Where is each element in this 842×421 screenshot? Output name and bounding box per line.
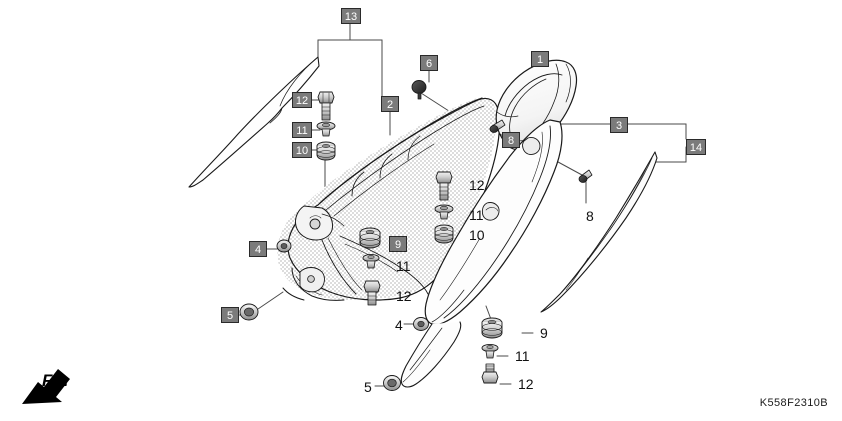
part-13-left-stripe [188, 56, 320, 188]
part-3-right-side-cowl [424, 119, 563, 326]
fastener-grommet-5a [239, 303, 259, 321]
fastener-tapping-screw-8b [578, 169, 593, 183]
fastener-flange-bolt-12d [481, 363, 499, 384]
callout-12-lower-right[interactable]: 12 [518, 376, 534, 392]
fastener-flange-bolt-12a [317, 91, 335, 121]
fastener-cushion-9a [359, 227, 381, 249]
callout-box-13[interactable]: 13 [341, 8, 361, 24]
fastener-washer-screw-11a [316, 121, 336, 137]
callout-8-right[interactable]: 8 [586, 208, 594, 224]
callout-9-lower-right[interactable]: 9 [540, 325, 548, 341]
callout-12-mid-right[interactable]: 12 [469, 177, 485, 193]
fastener-washer-screw-11d [481, 343, 499, 359]
callout-box-3[interactable]: 3 [610, 117, 628, 133]
fastener-washer-screw-11b [434, 204, 454, 220]
callout-box-5[interactable]: 5 [221, 307, 239, 323]
callout-10-mid-right[interactable]: 10 [469, 227, 485, 243]
callout-box-11-left[interactable]: 11 [292, 122, 312, 138]
fastener-tapping-screw-8a [489, 119, 506, 133]
part-14-right-stripe [540, 151, 658, 313]
callout-11-mid-left[interactable]: 11 [396, 258, 411, 274]
callout-box-4[interactable]: 4 [249, 241, 267, 257]
callout-11-lower-right[interactable]: 11 [515, 348, 530, 364]
fastener-cushion-9b [481, 317, 503, 339]
fastener-grommet-5b [383, 375, 401, 391]
fastener-grommet-10b [434, 224, 454, 244]
direction-marker-label: FR. [42, 371, 68, 390]
callout-box-14[interactable]: 14 [686, 139, 706, 155]
callout-box-10-left[interactable]: 10 [292, 142, 312, 158]
callout-box-8[interactable]: 8 [502, 132, 520, 148]
callout-4-lower[interactable]: 4 [395, 317, 403, 333]
callout-5-lower[interactable]: 5 [364, 379, 372, 395]
fastener-collar-4b [413, 317, 429, 331]
callout-11-mid-right[interactable]: 11 [469, 207, 484, 223]
part-3-tail-extension [400, 321, 462, 388]
callout-box-6[interactable]: 6 [420, 55, 438, 71]
callout-12-mid-left[interactable]: 12 [396, 288, 412, 304]
fastener-collar-4a [276, 239, 292, 253]
fr-arrow-icon [22, 369, 70, 404]
part-code-label: K558F2310B [759, 397, 828, 409]
callout-box-12-left[interactable]: 12 [292, 92, 312, 108]
callout-box-2[interactable]: 2 [381, 96, 399, 112]
fastener-flange-bolt-12c [363, 280, 381, 306]
callout-box-9[interactable]: 9 [389, 236, 407, 252]
fastener-grommet-10a [316, 141, 336, 161]
callout-box-1[interactable]: 1 [531, 51, 549, 67]
fastener-flange-bolt-12b [435, 171, 453, 201]
fastener-push-rivet-6 [411, 80, 427, 100]
fastener-washer-screw-11c [362, 253, 380, 269]
